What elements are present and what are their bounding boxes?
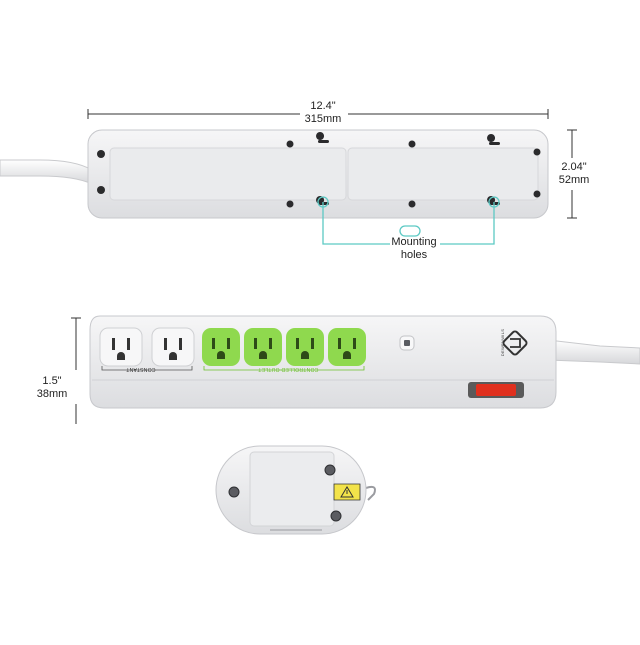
mounting-hole-icons [316,132,500,205]
constant-outlets [99,327,195,371]
warning-label-icon [333,483,361,501]
height-dimension [71,317,81,424]
remote-screw [228,486,240,498]
width-mm: 52mm [558,174,590,186]
mounting-line2: holes [400,249,428,261]
height-mm: 38mm [36,388,68,400]
remote-panel [249,451,335,527]
mounting-callout-lines [317,196,500,245]
length-mm: 315mm [304,113,342,125]
back-view [0,109,577,245]
power-switch-rocker [476,384,516,396]
width-inch: 2.04" [561,161,587,173]
controlled-outlets [202,328,366,371]
constant-label: CONSTANT [126,366,156,372]
mounting-holes-label: Mounting holes [372,236,456,262]
remote-keyring [365,485,376,501]
height-inch: 1.5" [42,375,62,387]
back-panel-left [109,147,347,201]
brand-logo-icon [502,330,528,356]
remote-screw [330,510,342,522]
height-label: 1.5" 38mm [30,375,74,401]
width-dimension [567,129,577,219]
indicator-led [404,340,410,346]
brand-text: DEWENWILS [500,328,506,357]
remote-control [215,445,376,535]
controlled-outlet-label: CONTROLLED OUTLET [258,366,319,372]
front-view [71,315,640,424]
power-cord-front [547,339,640,365]
width-label: 2.04" 52mm [552,161,596,187]
mounting-line1: Mounting [391,236,437,248]
length-label: 12.4" 315mm [290,100,356,126]
back-panel-right [347,147,539,201]
back-screws [97,140,541,208]
remote-screw [324,464,336,476]
power-cord [0,159,93,185]
length-inch: 12.4" [310,100,336,112]
length-dimension [87,109,549,119]
